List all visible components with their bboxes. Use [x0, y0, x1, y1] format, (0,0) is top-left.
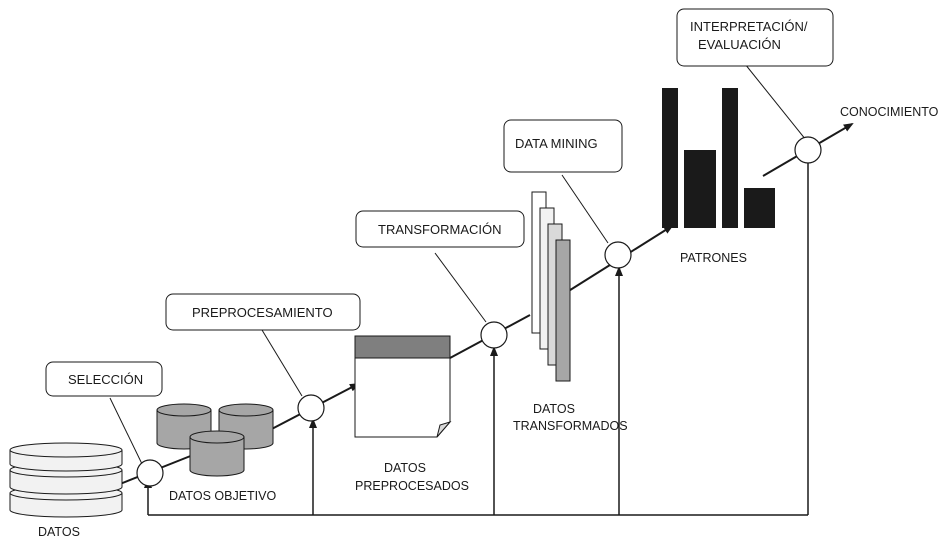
callout-transformacion-text: TRANSFORMACIÓN: [378, 222, 502, 237]
label-conocimiento: CONOCIMIENTO: [840, 105, 939, 119]
label-datos-transformados-line1: DATOS: [533, 402, 575, 416]
callout-preprocesamiento-text: PREPROCESAMIENTO: [192, 305, 333, 320]
label-datos-preprocesados-line2: PREPROCESADOS: [355, 479, 469, 493]
label-datos: DATOS: [38, 525, 80, 539]
callout-seleccion-text: SELECCIÓN: [68, 372, 143, 387]
callout-interpretacion: INTERPRETACIÓN/ EVALUACIÓN: [676, 8, 834, 67]
datos-transformados-icon: [531, 191, 571, 382]
feedback-lines: [144, 162, 809, 516]
callout-preprocesamiento: PREPROCESAMIENTO: [165, 293, 361, 331]
step-node-transformacion: [480, 321, 508, 349]
label-datos-preprocesados-line1: DATOS: [384, 461, 426, 475]
label-datos-objetivo: DATOS OBJETIVO: [169, 489, 276, 503]
label-datos-transformados-line2: TRANSFORMADOS: [513, 419, 628, 433]
datos-database-icon: [9, 442, 123, 518]
datos-objetivo-icon: [156, 403, 274, 477]
callout-data-mining: DATA MINING: [503, 119, 623, 173]
callout-interpretacion-line2: EVALUACIÓN: [698, 37, 781, 52]
callout-data-mining-text: DATA MINING: [515, 136, 598, 151]
callout-interpretacion-line1: INTERPRETACIÓN/: [690, 19, 808, 34]
callout-leaders: [109, 63, 807, 467]
datos-preprocesados-icon: [354, 335, 452, 438]
callout-transformacion: TRANSFORMACIÓN: [355, 210, 525, 248]
step-nodes: [136, 136, 822, 487]
step-node-seleccion: [136, 459, 164, 487]
label-patrones: PATRONES: [680, 251, 747, 265]
step-node-preprocesamiento: [297, 394, 325, 422]
step-node-interpretacion: [794, 136, 822, 164]
patrones-icon: [662, 88, 775, 228]
step-node-data-mining: [604, 241, 632, 269]
callout-seleccion: SELECCIÓN: [45, 361, 163, 397]
